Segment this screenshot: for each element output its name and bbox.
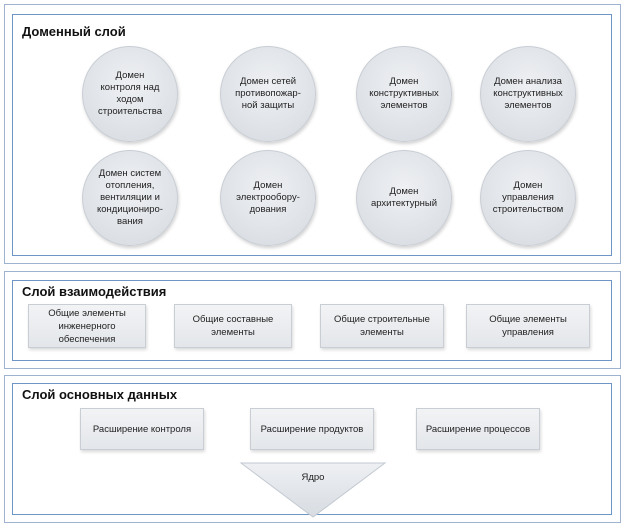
extension-box: Расширение контроля bbox=[80, 408, 204, 450]
interaction-box: Общие строительные элементы bbox=[320, 304, 444, 348]
domain-label: Домен архитектурный bbox=[370, 186, 438, 209]
interaction-label: Общие элементы управления bbox=[489, 314, 567, 338]
base-layer-title: Слой основных данных bbox=[22, 387, 178, 402]
core-label: Ядро bbox=[301, 472, 325, 483]
domain-circle: Домен управления строительством bbox=[480, 150, 576, 246]
domain-circle: Домен контроля над ходом строительства bbox=[82, 46, 178, 142]
core-triangle bbox=[239, 462, 387, 518]
domain-label: Домен конструктивных элементов bbox=[369, 76, 439, 111]
domain-circle: Домен электрообору- дования bbox=[220, 150, 316, 246]
domain-label: Домен анализа конструктивных элементов bbox=[493, 76, 563, 111]
interaction-box: Общие элементы инженерного обеспечения bbox=[28, 304, 146, 348]
extension-box: Расширение процессов bbox=[416, 408, 540, 450]
domain-circle: Домен анализа конструктивных элементов bbox=[480, 46, 576, 142]
domain-circle: Домен архитектурный bbox=[356, 150, 452, 246]
interaction-label: Общие строительные элементы bbox=[334, 314, 430, 338]
interaction-box: Общие элементы управления bbox=[466, 304, 590, 348]
domain-circle: Домен конструктивных элементов bbox=[356, 46, 452, 142]
domain-layer-title: Доменный слой bbox=[22, 24, 126, 39]
extension-label: Расширение процессов bbox=[425, 423, 531, 435]
domain-label: Домен управления строительством bbox=[492, 180, 564, 215]
domain-circle: Домен систем отопления, вентиляции и кон… bbox=[82, 150, 178, 246]
domain-label: Домен сетей противопожар- ной защиты bbox=[235, 76, 301, 111]
domain-label: Домен электрообору- дования bbox=[236, 180, 300, 215]
interaction-label: Общие составные элементы bbox=[192, 314, 274, 338]
domain-circle: Домен сетей противопожар- ной защиты bbox=[220, 46, 316, 142]
extension-box: Расширение продуктов bbox=[250, 408, 374, 450]
interaction-box: Общие составные элементы bbox=[174, 304, 292, 348]
interaction-label: Общие элементы инженерного обеспечения bbox=[48, 307, 126, 345]
extension-label: Расширение контроля bbox=[92, 423, 192, 435]
domain-label: Домен систем отопления, вентиляции и кон… bbox=[97, 168, 163, 227]
domain-label: Домен контроля над ходом строительства bbox=[97, 70, 162, 117]
interaction-layer-title: Слой взаимодействия bbox=[22, 284, 167, 299]
extension-label: Расширение продуктов bbox=[260, 423, 364, 435]
